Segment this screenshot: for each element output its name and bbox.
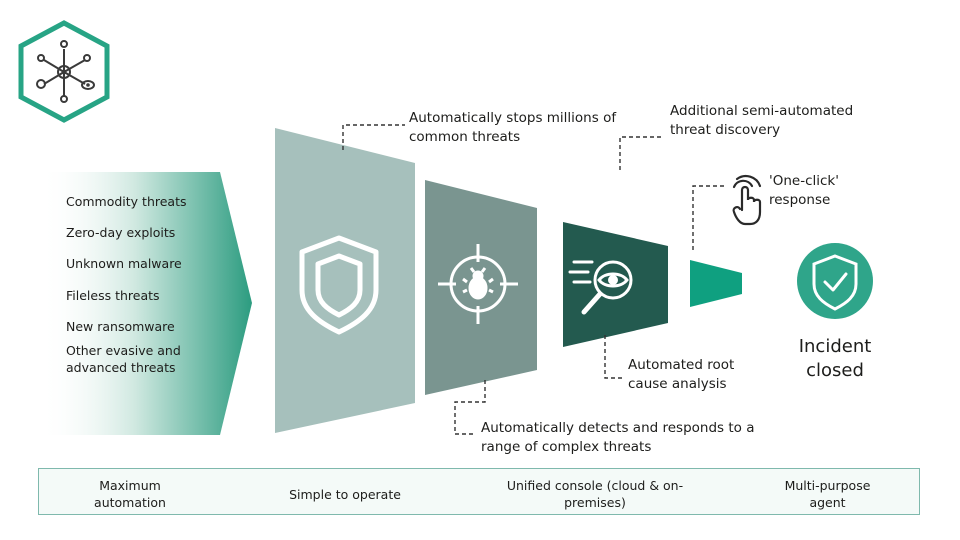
feature-item: Multi-purpose agent [784,478,871,510]
feature-item: Unified console (cloud & on-premises) [506,478,684,510]
threat-item: Zero-day exploits [66,225,176,240]
shield-icon [299,235,379,335]
threat-item: New ransomware [66,319,175,334]
threats-arrow [40,172,252,435]
touch-click-icon [732,174,762,226]
feature-item: Maximum automation [94,478,166,510]
threat-item: Commodity threats [66,194,187,209]
feature-item: Simple to operate [289,487,401,502]
threat-item: Unknown malware [66,256,182,271]
callout-stops-common: Automatically stops millions of common t… [409,110,617,145]
bug-target-icon [438,244,518,324]
callout-detects-responds: Automatically detects and responds to a … [481,420,755,455]
hexagon-network-logo-icon [18,20,110,123]
callout-semi-automated: Additional semi-automated threat discove… [670,103,854,138]
callout-root-cause: Automated root cause analysis [628,357,735,392]
shield-check-icon [797,243,873,319]
funnel-stage-4 [690,260,742,307]
eye-magnifier-icon [568,260,633,315]
incident-closed-label: Incident closed [798,336,872,381]
features-bar [38,468,920,515]
callout-one-click: 'One-click' response [769,173,839,208]
funnel-stage-1 [275,128,415,433]
dashed-connectors [342,124,727,435]
threat-item: Fileless threats [66,288,160,303]
threat-item: Other evasive and advanced threats [66,343,181,375]
